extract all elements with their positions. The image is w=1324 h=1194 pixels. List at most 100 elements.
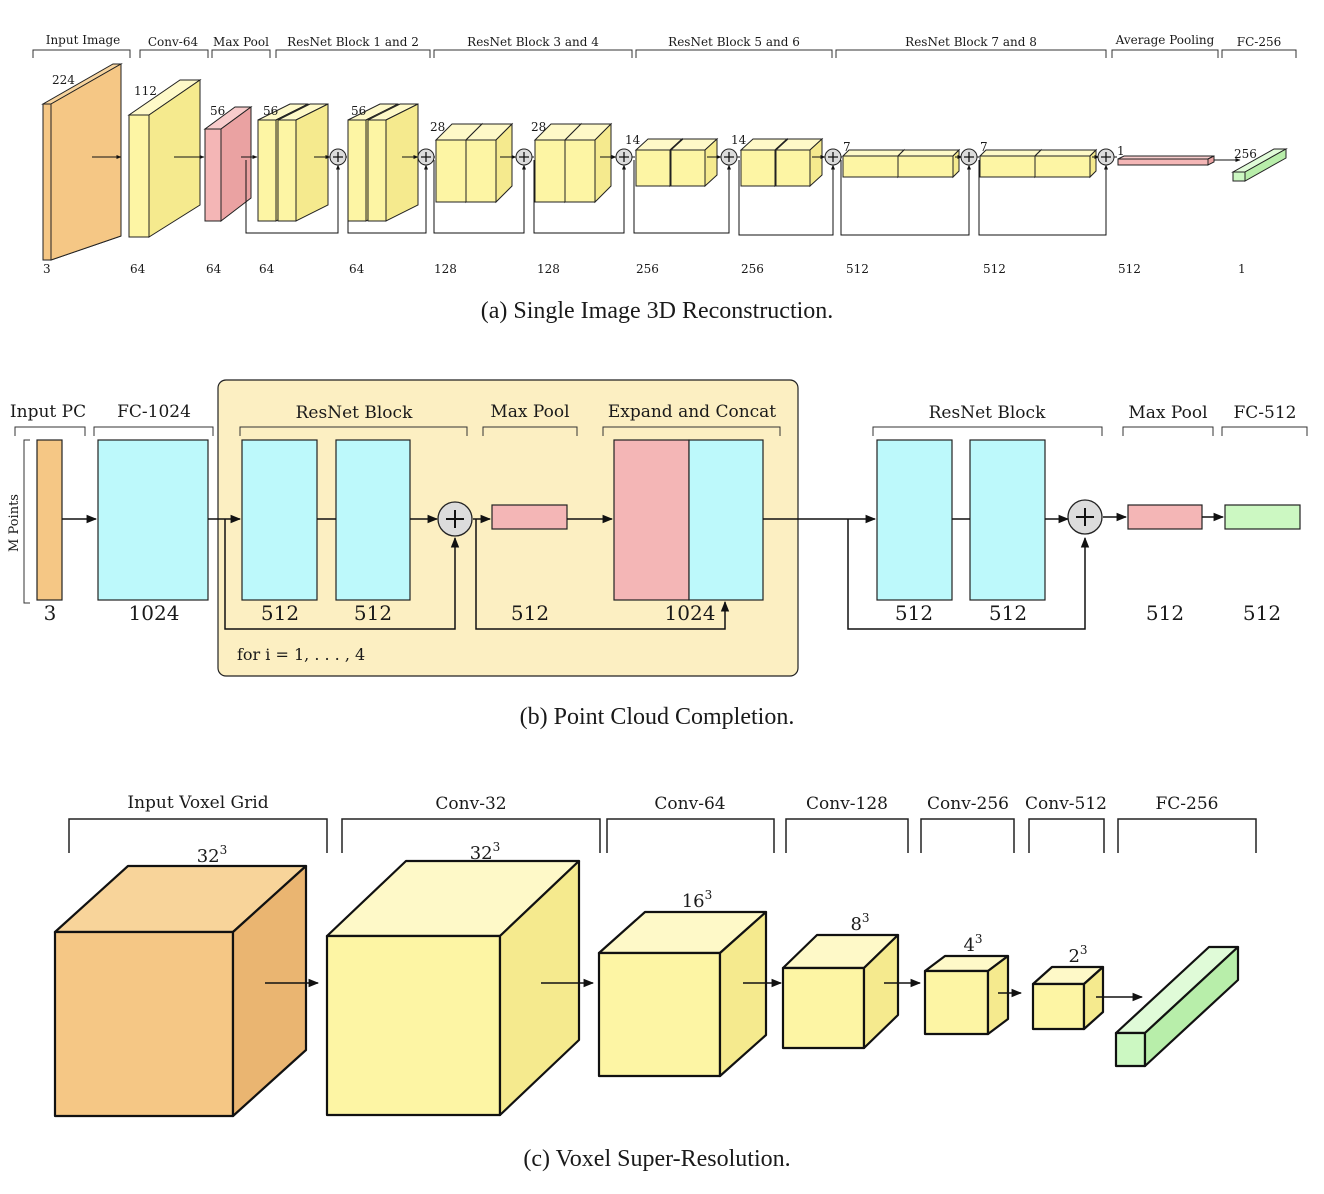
group-label-max-pool-2: Max Pool bbox=[1128, 403, 1207, 423]
group-label-input-image: Input Image bbox=[46, 33, 121, 47]
sum-node bbox=[329, 148, 347, 166]
group-label-fc-1024: FC-1024 bbox=[117, 402, 191, 422]
max-pool-block bbox=[491, 504, 568, 530]
width-label: 512 bbox=[1243, 601, 1281, 625]
resnet-layer-block bbox=[969, 439, 1046, 601]
sum-node bbox=[960, 148, 978, 166]
size-label: 14 bbox=[731, 133, 747, 147]
resnet-layer-block bbox=[335, 439, 411, 601]
panel-a-arrows bbox=[92, 155, 1241, 236]
size-label: 256 bbox=[1234, 147, 1257, 161]
panel-c-size-labels: 323 323 163 83 43 23 bbox=[197, 840, 1088, 967]
voxel-conv-512-cube bbox=[1031, 965, 1105, 1031]
size-label: 224 bbox=[52, 73, 75, 87]
size-label: 7 bbox=[980, 140, 988, 154]
group-label-resnet-3-4: ResNet Block 3 and 4 bbox=[467, 35, 599, 49]
group-label-resnet-block-2: ResNet Block bbox=[929, 403, 1046, 423]
voxel-conv-32-cube bbox=[325, 859, 581, 1117]
layer-resnet-block-6 bbox=[739, 137, 824, 188]
concat-feature-block bbox=[688, 439, 764, 601]
channel-label: 512 bbox=[846, 262, 869, 276]
resnet-layer-block bbox=[241, 439, 318, 601]
channel-label: 64 bbox=[349, 262, 365, 276]
group-label-input-pc: Input PC bbox=[10, 402, 86, 422]
width-label: 512 bbox=[1146, 601, 1184, 625]
channel-label: 64 bbox=[206, 262, 222, 276]
panel-b-brackets bbox=[14, 426, 1308, 604]
group-label-fc-512: FC-512 bbox=[1234, 403, 1297, 423]
fc-1024-block bbox=[97, 439, 209, 601]
channel-label: 512 bbox=[1118, 262, 1141, 276]
panel-b: Input PC FC-1024 ResNet Block Max Pool E… bbox=[7, 379, 1308, 730]
layer-resnet-block-7 bbox=[841, 148, 961, 179]
layer-resnet-block-5 bbox=[634, 137, 719, 188]
layer-input-image bbox=[41, 63, 123, 261]
width-label: 1024 bbox=[129, 601, 180, 625]
voxel-fc-256-bar bbox=[1114, 945, 1240, 1068]
layer-resnet-block-1 bbox=[257, 103, 329, 222]
group-label-max-pool: Max Pool bbox=[213, 35, 269, 49]
width-label: 512 bbox=[511, 601, 549, 625]
group-label-average-pooling: Average Pooling bbox=[1115, 33, 1215, 47]
sum-node bbox=[615, 148, 633, 166]
voxel-conv-128-cube bbox=[781, 933, 900, 1050]
width-label: 512 bbox=[354, 601, 392, 625]
panel-c-brackets bbox=[68, 818, 1257, 853]
max-pool-block bbox=[1127, 504, 1203, 530]
sum-node bbox=[1067, 499, 1103, 535]
size-label: 28 bbox=[430, 120, 445, 134]
layer-fc-256 bbox=[1231, 148, 1288, 182]
layer-resnet-block-2 bbox=[347, 103, 419, 222]
group-label-input-voxel-grid: Input Voxel Grid bbox=[127, 793, 268, 813]
size-label: 1 bbox=[1117, 144, 1125, 158]
size-label: 112 bbox=[134, 84, 157, 98]
channel-label: 64 bbox=[259, 262, 275, 276]
input-pc-block bbox=[36, 439, 63, 601]
group-label-resnet-1-2: ResNet Block 1 and 2 bbox=[287, 35, 419, 49]
channel-label: 128 bbox=[434, 262, 457, 276]
channel-label: 64 bbox=[130, 262, 146, 276]
sum-node bbox=[515, 148, 533, 166]
layer-max-pool bbox=[203, 106, 253, 223]
group-label-conv-256: Conv-256 bbox=[927, 794, 1009, 814]
m-points-label: M Points bbox=[7, 494, 22, 552]
sum-node bbox=[720, 148, 738, 166]
voxel-size-label: 83 bbox=[850, 911, 869, 935]
group-label-conv-32: Conv-32 bbox=[435, 794, 506, 814]
panel-b-sum-nodes bbox=[437, 499, 1103, 537]
expand-pool-block bbox=[613, 439, 690, 601]
layer-resnet-block-3 bbox=[434, 122, 514, 204]
sum-node bbox=[417, 148, 435, 166]
width-label: 3 bbox=[44, 601, 57, 625]
panel-c: Input Voxel Grid Conv-32 Conv-64 Conv-12… bbox=[53, 793, 1257, 1172]
channel-label: 512 bbox=[983, 262, 1006, 276]
width-label: 1024 bbox=[665, 601, 716, 625]
group-label-fc-256: FC-256 bbox=[1156, 794, 1219, 814]
sum-node bbox=[824, 148, 842, 166]
voxel-size-label: 43 bbox=[963, 932, 982, 956]
caption-a: (a) Single Image 3D Reconstruction. bbox=[481, 298, 834, 324]
voxel-size-label: 323 bbox=[197, 843, 228, 867]
group-label-max-pool: Max Pool bbox=[490, 402, 569, 422]
fc-512-block bbox=[1224, 504, 1301, 530]
size-label: 56 bbox=[351, 104, 366, 118]
size-label: 7 bbox=[843, 140, 851, 154]
group-label-resnet-7-8: ResNet Block 7 and 8 bbox=[905, 35, 1037, 49]
group-label-expand-concat: Expand and Concat bbox=[608, 402, 776, 422]
panel-a: Input Image Conv-64 Max Pool ResNet Bloc… bbox=[32, 33, 1297, 324]
group-label-conv-128: Conv-128 bbox=[806, 794, 888, 814]
group-label-fc-256: FC-256 bbox=[1237, 35, 1281, 49]
channel-label: 256 bbox=[636, 262, 659, 276]
layer-average-pooling bbox=[1117, 155, 1215, 166]
panel-c-arrows bbox=[265, 978, 1144, 1002]
sum-node bbox=[437, 501, 473, 537]
group-label-conv-512: Conv-512 bbox=[1025, 794, 1107, 814]
channel-label: 256 bbox=[741, 262, 764, 276]
size-label: 56 bbox=[263, 104, 278, 118]
group-label-resnet-5-6: ResNet Block 5 and 6 bbox=[668, 35, 800, 49]
layer-resnet-block-4 bbox=[533, 122, 613, 204]
panel-b-arrows bbox=[62, 512, 1225, 630]
voxel-size-label: 23 bbox=[1068, 943, 1087, 967]
channel-label: 128 bbox=[537, 262, 560, 276]
